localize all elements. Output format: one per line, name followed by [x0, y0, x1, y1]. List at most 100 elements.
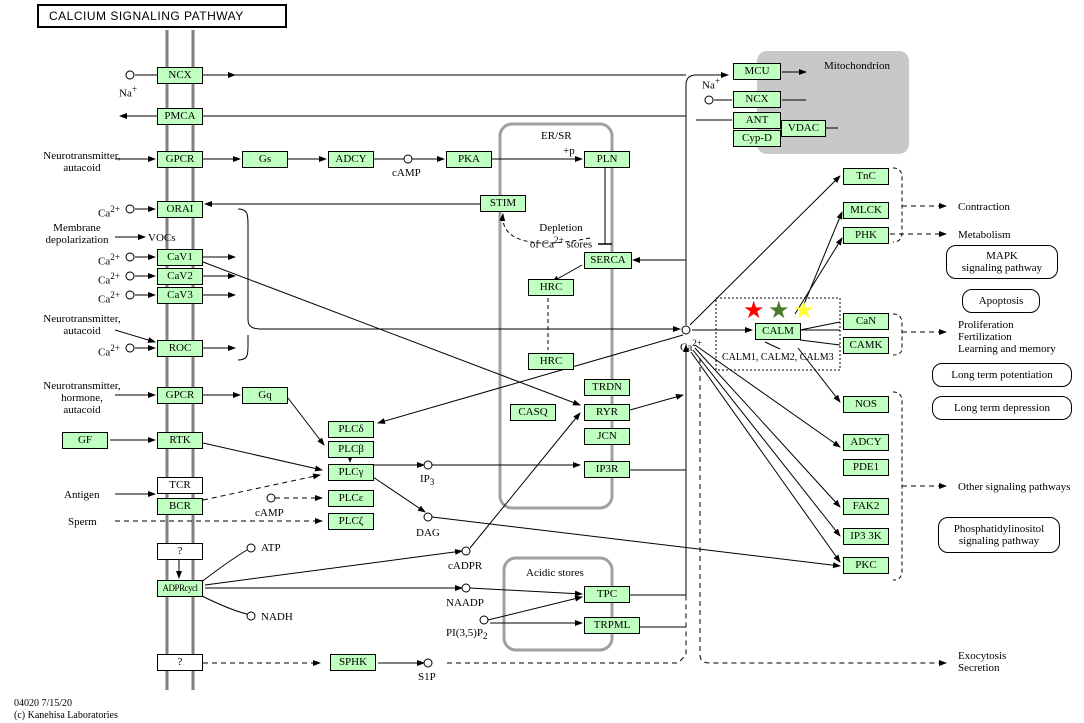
gene-adcy-2[interactable]: ADCY [843, 434, 889, 451]
gene-jcn[interactable]: JCN [584, 428, 630, 445]
er-sr-compartment [498, 122, 614, 510]
gene-trdn[interactable]: TRDN [584, 379, 630, 396]
gene-hrc-2[interactable]: HRC [528, 353, 574, 370]
gene-stim[interactable]: STIM [480, 195, 526, 212]
vocs-label: VOCs [148, 232, 176, 244]
gene-ncx-2[interactable]: NCX [733, 91, 781, 108]
gene-pln[interactable]: PLN [584, 151, 630, 168]
pip-sub: 2 [482, 631, 488, 642]
depletion-line1: Depletion [539, 222, 583, 234]
fertilization-line: Fertilization [958, 331, 1012, 343]
gene-unknown-2[interactable]: ? [157, 654, 203, 671]
ca-sup-center: 2+ [692, 338, 702, 348]
outcomes-label: Proliferation Fertilization Learning and… [958, 319, 1056, 355]
exocytosis-line: Exocytosis [958, 650, 1007, 662]
ca-compound-roc [125, 343, 135, 353]
gene-calm[interactable]: CALM [755, 323, 801, 340]
footer-code: 04020 7/15/20 [14, 698, 73, 709]
gene-plcb[interactable]: PLCβ [328, 441, 374, 458]
gene-unknown-1[interactable]: ? [157, 543, 203, 560]
gene-pka[interactable]: PKA [446, 151, 492, 168]
na-text-2: Na [702, 79, 715, 92]
camp-compound-1 [403, 154, 413, 164]
camp-label-2: cAMP [255, 507, 284, 519]
gene-adprc[interactable]: ADPRcycl [157, 580, 203, 597]
gene-tnc[interactable]: TnC [843, 168, 889, 185]
membrane-line: Membrane [53, 222, 101, 234]
pathway-mapk[interactable]: MAPK signaling pathway [946, 245, 1058, 279]
gene-cav1[interactable]: CaV1 [157, 249, 203, 266]
gene-plcd[interactable]: PLCδ [328, 421, 374, 438]
gene-ip3r[interactable]: IP3R [584, 461, 630, 478]
gene-cyp-d[interactable]: Cyp-D [733, 130, 781, 147]
gene-fak2[interactable]: FAK2 [843, 498, 889, 515]
metabolism-label: Metabolism [958, 229, 1011, 241]
gene-camk[interactable]: CAMK [843, 337, 889, 354]
depletion-line2: of Ca2+ stores [521, 234, 601, 251]
atp-compound [246, 543, 256, 553]
gene-ryr[interactable]: RYR [584, 404, 630, 421]
gene-serca[interactable]: SERCA [584, 252, 632, 269]
exocytosis-label: Exocytosis Secretion [958, 650, 1006, 674]
pip-label: PI(3,5)P2 [446, 627, 488, 642]
gene-plcz[interactable]: PLCζ [328, 513, 374, 530]
gene-tcr[interactable]: TCR [157, 477, 203, 494]
gene-vdac[interactable]: VDAC [781, 120, 826, 137]
gene-gs[interactable]: Gs [242, 151, 288, 168]
ca-label-cav2: Ca2+ [98, 270, 120, 287]
gene-nos[interactable]: NOS [843, 396, 889, 413]
gene-plce[interactable]: PLCε [328, 490, 374, 507]
gene-bcr[interactable]: BCR [157, 498, 203, 515]
camp-label-1: cAMP [392, 167, 421, 179]
pathway-phosphatidylinositol[interactable]: Phosphatidylinositol signaling pathway [938, 517, 1060, 553]
gene-mcu[interactable]: MCU [733, 63, 781, 80]
learning-line: Learning and memory [958, 343, 1056, 355]
gene-orai[interactable]: ORAI [157, 201, 203, 218]
gene-tpc[interactable]: TPC [584, 586, 630, 603]
gene-gpcr-2[interactable]: GPCR [157, 387, 203, 404]
na-sup-2: + [714, 76, 720, 86]
gene-plcg[interactable]: PLCγ [328, 464, 374, 481]
ip3-label: IP3 [420, 473, 434, 488]
gene-can[interactable]: CaN [843, 313, 889, 330]
nadh-label: NADH [261, 611, 293, 623]
gene-cav3[interactable]: CaV3 [157, 287, 203, 304]
gene-roc[interactable]: ROC [157, 340, 203, 357]
gene-ncx[interactable]: NCX [157, 67, 203, 84]
nt2-line2: autacoid [63, 325, 101, 337]
ca-sup-cav2: 2+ [110, 271, 120, 281]
nt2-line1: Neurotransmitter, [43, 313, 121, 325]
gene-phk[interactable]: PHK [843, 227, 889, 244]
gene-adcy[interactable]: ADCY [328, 151, 374, 168]
pathway-ltp[interactable]: Long term potentiation [932, 363, 1072, 387]
gene-trpml[interactable]: TRPML [584, 617, 640, 634]
er-sr-label: ER/SR [541, 130, 572, 142]
gene-hrc-1[interactable]: HRC [528, 279, 574, 296]
ca-compound-center [681, 325, 691, 335]
neurotransmitter-label-2: Neurotransmitter, autacoid [40, 313, 124, 337]
gene-pmca[interactable]: PMCA [157, 108, 203, 125]
gene-pkc[interactable]: PKC [843, 557, 889, 574]
gene-cav2[interactable]: CaV2 [157, 268, 203, 285]
nt3-line1: Neurotransmitter, [43, 380, 121, 392]
pathway-apoptosis[interactable]: Apoptosis [962, 289, 1040, 313]
gene-gq[interactable]: Gq [242, 387, 288, 404]
gene-pde1[interactable]: PDE1 [843, 459, 889, 476]
gene-gpcr[interactable]: GPCR [157, 151, 203, 168]
gene-casq[interactable]: CASQ [510, 404, 556, 421]
gene-ant[interactable]: ANT [733, 112, 781, 129]
naadp-label: NAADP [446, 597, 484, 609]
calm-family-label: CALM1, CALM2, CALM3 [722, 352, 834, 363]
pathway-ltd[interactable]: Long term depression [932, 396, 1072, 420]
gene-mlck[interactable]: MLCK [843, 202, 889, 219]
gene-rtk[interactable]: RTK [157, 432, 203, 449]
gene-gf[interactable]: GF [62, 432, 108, 449]
ip3-compound [423, 460, 433, 470]
star-icon-red: ★ [743, 296, 765, 324]
ca-label-center: Ca2+ [680, 337, 702, 354]
gene-sphk[interactable]: SPHK [330, 654, 376, 671]
nt3-line3: autacoid [63, 404, 101, 416]
ip3-text: IP [420, 473, 430, 485]
sperm-label: Sperm [68, 516, 97, 528]
gene-ip3-3k[interactable]: IP3 3K [843, 528, 889, 545]
